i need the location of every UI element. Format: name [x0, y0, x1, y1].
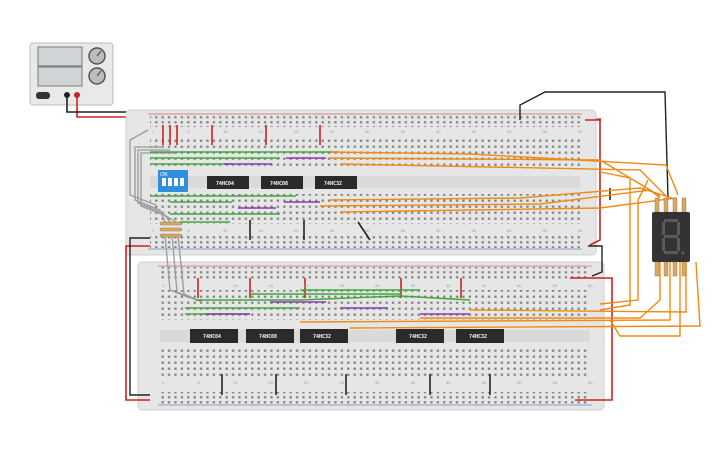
column-number: 60 [588, 380, 593, 385]
segment-digit-icon [662, 219, 685, 255]
column-number: 1 [162, 283, 165, 288]
column-number: 5 [198, 283, 201, 288]
power-link-black-right[interactable] [588, 245, 603, 277]
display-ground-wire[interactable] [519, 91, 669, 199]
chip-top-1-label: 74HC04 [216, 181, 234, 187]
column-number: 20 [294, 129, 299, 134]
chip-top-3-label: 74HC32 [324, 181, 342, 187]
column-number: 45 [482, 380, 487, 385]
chip-bottom-1-label: 74HC04 [203, 334, 221, 340]
dip-switch-on-label: ON [160, 172, 168, 178]
power-display-top [37, 46, 83, 67]
column-number: 55 [553, 380, 558, 385]
power-link-red-right[interactable] [585, 119, 601, 246]
chip-top-2[interactable]: 74HC08 [261, 176, 303, 189]
column-number: 1 [152, 129, 155, 134]
chip-bottom-5-label: 74HC32 [469, 334, 487, 340]
column-number: 40 [436, 129, 441, 134]
bottom-rail-jumpers[interactable] [197, 278, 491, 395]
chip-bottom-4[interactable]: 74HC32 [396, 329, 444, 343]
column-number: 10 [233, 380, 238, 385]
column-number: 40 [446, 380, 451, 385]
chip-bottom-2-label: 74HC08 [259, 334, 277, 340]
chip-bottom-5[interactable]: 74HC32 [456, 329, 504, 343]
power-link-red-bottom-right[interactable] [570, 277, 613, 401]
column-number: 60 [588, 283, 593, 288]
chip-bottom-4-label: 74HC32 [409, 334, 427, 340]
column-number: 35 [401, 228, 406, 233]
column-number: 45 [472, 228, 477, 233]
power-switch[interactable] [36, 92, 50, 99]
input-wires-gray[interactable] [129, 129, 203, 303]
power-link-black-left[interactable] [129, 237, 150, 396]
column-number: 40 [446, 283, 451, 288]
column-number: 10 [223, 129, 228, 134]
purple-wires[interactable] [205, 157, 470, 315]
column-number: 25 [340, 283, 345, 288]
dip-toggle-3[interactable] [174, 178, 178, 186]
column-number: 25 [330, 228, 335, 233]
column-number: 30 [365, 129, 370, 134]
column-number: 15 [269, 380, 274, 385]
column-number: 50 [517, 283, 522, 288]
chip-top-1[interactable]: 74HC04 [207, 176, 249, 189]
column-number: 20 [294, 228, 299, 233]
dip-toggle-4[interactable] [180, 178, 184, 186]
green-wires[interactable] [150, 151, 471, 315]
column-number: 25 [340, 380, 345, 385]
breadboard-top [125, 109, 597, 256]
dip-toggle-1[interactable] [162, 178, 166, 186]
column-number: 10 [223, 228, 228, 233]
column-number: 15 [269, 283, 274, 288]
column-number: 5 [198, 380, 201, 385]
power-display-bottom [37, 66, 83, 87]
column-number: 35 [401, 129, 406, 134]
column-number: 55 [553, 283, 558, 288]
display-resistors-bottom[interactable] [654, 261, 687, 277]
column-number: 30 [365, 228, 370, 233]
column-number: 50 [507, 228, 512, 233]
column-number: 5 [188, 228, 191, 233]
column-number: 20 [304, 380, 309, 385]
chip-bottom-2[interactable]: 74HC08 [246, 329, 294, 343]
column-number: 60 [578, 228, 583, 233]
seven-segment-display[interactable] [652, 212, 690, 262]
column-number: 55 [543, 129, 548, 134]
column-number: 25 [330, 129, 335, 134]
column-number: 40 [436, 228, 441, 233]
column-number: 50 [507, 129, 512, 134]
column-number: 30 [375, 380, 380, 385]
top-rail-jumpers[interactable] [162, 125, 611, 241]
column-number: 50 [517, 380, 522, 385]
column-number: 20 [304, 283, 309, 288]
column-number: 35 [411, 283, 416, 288]
column-number: 30 [375, 283, 380, 288]
column-number: 1 [162, 380, 165, 385]
column-number: 1 [152, 228, 155, 233]
dip-switch[interactable]: ON [158, 170, 188, 192]
column-number: 15 [259, 129, 264, 134]
column-number: 15 [259, 228, 264, 233]
dip-toggle-2[interactable] [168, 178, 172, 186]
chip-bottom-1[interactable]: 74HC04 [190, 329, 238, 343]
input-resistors[interactable] [159, 221, 183, 238]
chip-top-3[interactable]: 74HC32 [315, 176, 357, 189]
column-number: 55 [543, 228, 548, 233]
power-link-red-left[interactable] [125, 245, 150, 401]
column-number: 35 [411, 380, 416, 385]
column-number: 10 [233, 283, 238, 288]
column-number: 60 [578, 129, 583, 134]
column-number: 5 [188, 129, 191, 134]
chip-bottom-3[interactable]: 74HC32 [300, 329, 348, 343]
orange-wires[interactable] [299, 151, 701, 337]
power-supply[interactable] [29, 42, 114, 106]
chip-bottom-3-label: 74HC32 [313, 334, 331, 340]
chip-top-2-label: 74HC08 [270, 181, 288, 187]
column-number: 45 [472, 129, 477, 134]
column-number: 45 [482, 283, 487, 288]
